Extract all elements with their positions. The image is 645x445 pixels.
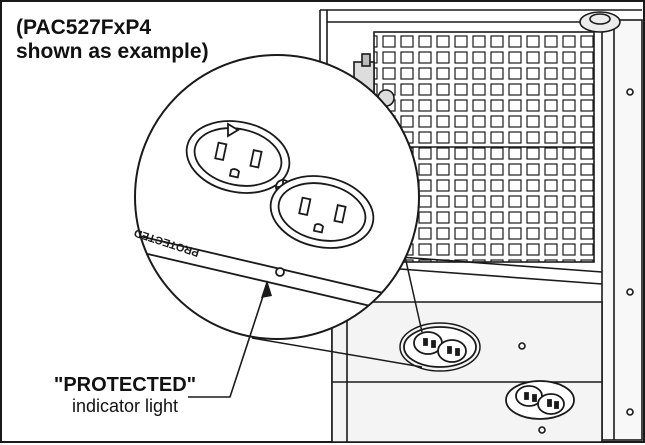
model-caption: (PAC527FxP4 shown as example)	[16, 16, 209, 64]
indicator-callout: "PROTECTED" indicator light	[30, 374, 220, 417]
caption-line-1: (PAC527FxP4	[16, 16, 152, 39]
callout-subtitle: indicator light	[71, 396, 179, 416]
callout-title: "PROTECTED"	[53, 374, 197, 396]
zoom-connector-lines	[251, 251, 481, 372]
caption-line-2: shown as example)	[16, 40, 209, 63]
indicator-pointer	[188, 280, 272, 398]
magnified-view: PROTECTED	[133, 54, 420, 340]
cabinet-outlets	[403, 326, 575, 420]
